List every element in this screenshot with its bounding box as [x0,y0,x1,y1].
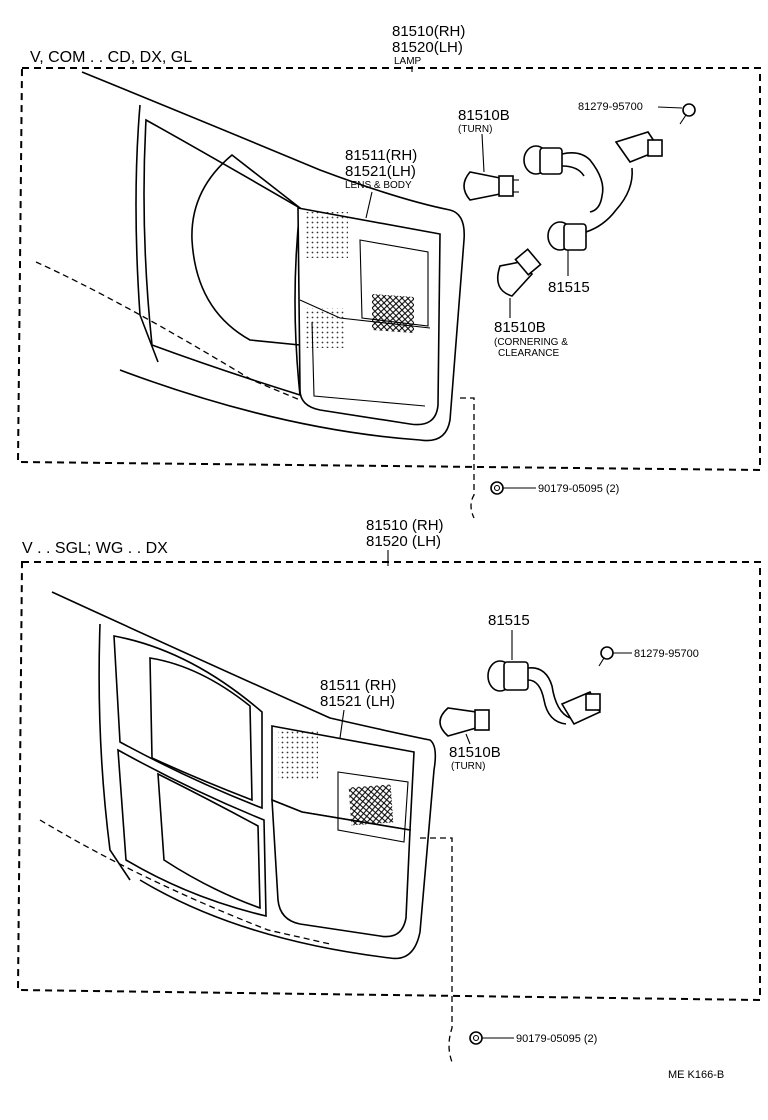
bottom-lamp-part-lh: 81520 (LH) [366,533,441,550]
top-lens-part-rh: 81511(RH) [345,147,417,164]
top-connector-icon [614,131,663,163]
top-section: V, COM . . CD, DX, GL 81510(RH) 81520(LH… [16,23,761,519]
top-model-label: V, COM . . CD, DX, GL [30,49,192,66]
bottom-socket-icon [487,660,571,725]
bottom-body-panel [39,591,437,960]
top-lens-desc: LENS & BODY [345,180,412,191]
top-corner-bulb-desc-2: CLEARANCE [498,348,559,359]
bottom-nut-icon [469,1031,483,1045]
top-nut-part: 90179-05095 (2) [538,483,619,495]
top-corner-bulb-desc-1: (CORNERING & [494,337,568,348]
top-lens-body [297,207,441,426]
bottom-socket-part: 81515 [488,612,530,629]
top-lamp-part-lh: 81520(LH) [392,39,463,56]
bottom-lamp-part-rh: 81510 (RH) [366,517,444,534]
top-lamp-desc: LAMP [394,56,422,67]
top-socket-icon [523,145,633,251]
bottom-section: V . . SGL; WG . . DX 81510 (RH) 81520 (L… [16,517,761,1063]
bottom-nut-part: 90179-05095 (2) [516,1033,597,1045]
top-lens-mesh [372,294,414,333]
diagram-code: ME K166-B [668,1069,724,1081]
bottom-lens-mesh [348,784,394,826]
top-screw-icon [679,103,696,125]
bottom-lens-part-rh: 81511 (RH) [320,677,396,694]
bottom-screw-icon [598,646,614,667]
bottom-lens-part-lh: 81521 (LH) [320,693,395,710]
top-turn-bulb-desc: (TURN) [458,124,492,135]
top-lamp-part-rh: 81510(RH) [392,23,465,40]
top-screw-part: 81279-95700 [578,101,643,113]
top-corner-bulb-part: 81510B [494,319,546,336]
bottom-turn-bulb-part: 81510B [449,744,501,761]
top-corner-bulb-icon [496,248,542,297]
bottom-turn-bulb-icon [439,707,490,737]
bottom-turn-bulb-desc: (TURN) [451,761,485,772]
top-nut-icon [490,481,504,495]
bottom-model-label: V . . SGL; WG . . DX [22,540,168,557]
top-turn-bulb-icon [463,171,519,201]
bottom-frame [16,561,761,1002]
top-frame [16,67,761,472]
top-lens-part-lh: 81521(LH) [345,163,416,180]
bottom-connector-icon [560,690,602,726]
top-socket-part: 81515 [548,279,590,296]
bottom-screw-part: 81279-95700 [634,648,699,660]
bottom-lens-body [271,725,415,938]
top-turn-bulb-part: 81510B [458,107,510,124]
